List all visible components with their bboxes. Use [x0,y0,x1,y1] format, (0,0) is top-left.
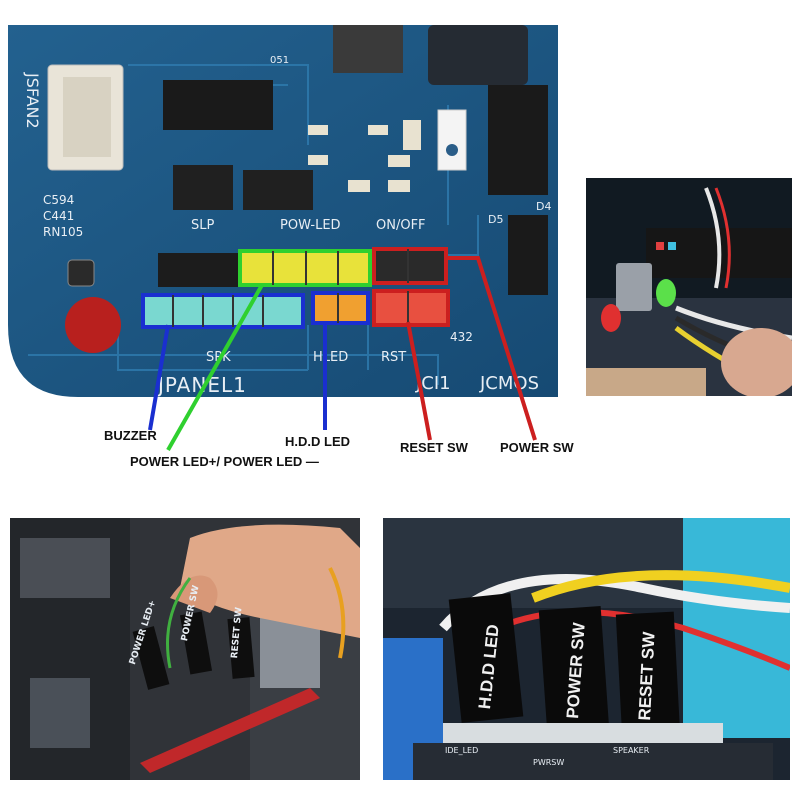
component-label-c594: C594 [43,193,75,207]
buzzer-caption: BUZZER [104,428,157,443]
right-label-jcmos: JCMOS [480,373,540,394]
misc-label-d5: D5 [488,213,504,226]
reset-sw-caption: RESET SW [400,440,468,455]
right-label-jci1: JCI1 [416,373,451,394]
power-led-arrow [166,284,264,451]
connector-closeup-photo: H.D.D LED POWER SW RESET SW IDE_LED PWRS… [383,518,792,780]
header-label-hled: HLED [313,350,349,365]
wires-photo-svg [586,178,800,398]
closeup-board-label-ide-led: IDE_LED [445,746,479,755]
reset-sw-arrow [406,321,432,441]
misc-label-d4: D4 [536,200,552,213]
power-led-caption: POWER LED+/ POWER LED — [130,454,319,469]
header-label-pow-led: POW-LED [280,218,341,233]
buzzer-arrow [148,324,170,431]
power-sw-arrow [446,256,537,441]
power-sw-caption: POWER SW [500,440,574,455]
motherboard-svg [8,25,558,397]
hand-install-svg [10,518,360,780]
motherboard-photo: JSFAN2 C594 C441 RN105 SLP POW-LED ON/OF… [8,25,558,397]
component-label-c441: C441 [43,209,75,223]
header-label-slp: SLP [191,218,215,233]
closeup-board-label-pwrsw: PWRSW [533,758,565,767]
closeup-board-label-speaker: SPEAKER [613,746,650,755]
connector-closeup-svg [383,518,792,780]
misc-label-051: 051 [270,55,290,66]
component-label-rn105: RN105 [43,225,84,239]
header-label-rst: RST [381,350,407,365]
hdd-led-caption: H.D.D LED [285,434,350,449]
hand-install-photo: POWER LED+ POWER SW RESET SW [10,518,360,780]
misc-label-432: 432 [450,330,473,344]
header-label-on-off: ON/OFF [376,218,426,233]
wires-photo [586,178,800,398]
